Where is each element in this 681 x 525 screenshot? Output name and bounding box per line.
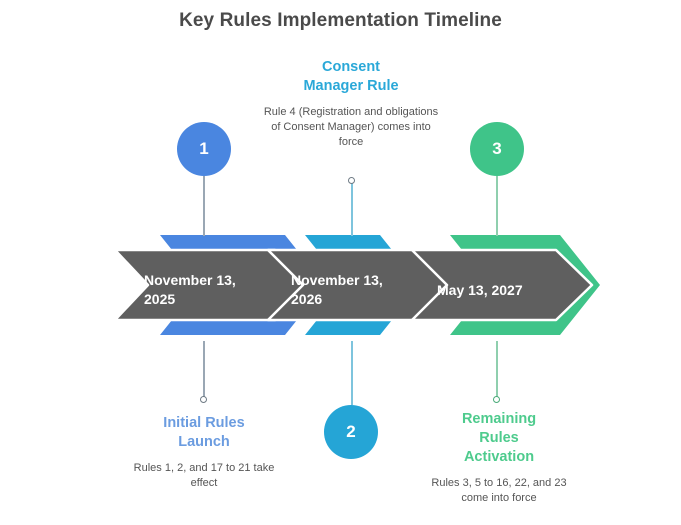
segment-3-date-line1: May 13, 2027 [437,282,523,298]
milestone-1-heading-line2: Launch [178,434,230,450]
milestone-1-description: Rules 1, 2, and 17 to 21 take effect [133,462,275,489]
milestone-2-description: Rule 4 (Registration and obligations of … [263,106,439,148]
milestone-badge-3-number: 3 [492,139,502,158]
connector-milestone-3-top [496,176,498,236]
milestone-2-heading: Consent Manager Rule [261,58,441,96]
milestone-2-heading-line1: Consent [322,59,380,75]
milestone-1-heading: Initial Rules Launch [124,414,284,452]
milestone-annotation-1: Initial Rules Launch Rules 1, 2, and 17 … [124,414,284,491]
milestone-3-description: Rules 3, 5 to 16, 22, and 23 come into f… [431,477,567,504]
connector-dot-milestone-2-top [348,177,355,184]
timeline-band: November 13, 2025 November 13, 2026 May … [0,215,681,355]
segment-2-date-line2: 2026 [291,291,322,307]
milestone-annotation-2: Consent Manager Rule Rule 4 (Registratio… [261,58,441,150]
milestone-3-heading-line2: Rules [479,430,519,446]
milestone-badge-2[interactable]: 2 [324,405,378,459]
milestone-3-heading: Remaining Rules Activation [420,410,578,467]
milestone-badge-2-number: 2 [346,422,356,441]
milestone-3-heading-line1: Remaining [461,411,537,427]
connector-dot-milestone-1-bottom [200,396,207,403]
page-title: Key Rules Implementation Timeline [179,10,502,31]
connector-milestone-2-top [351,180,353,236]
milestone-1-heading-line1: Initial Rules [163,415,245,431]
milestone-badge-1[interactable]: 1 [177,122,231,176]
segment-1-date-line2: 2025 [144,291,175,307]
milestone-annotation-3: Remaining Rules Activation Rules 3, 5 to… [420,410,578,506]
milestone-badge-3[interactable]: 3 [470,122,524,176]
milestone-2-heading-line2: Manager Rule [303,78,399,94]
milestone-3-heading-line3: Activation [463,449,535,465]
segment-3-band [410,248,594,322]
connector-milestone-1-bottom [203,341,205,399]
segment-1-date-line1: November 13, [144,272,236,288]
connector-milestone-3-bottom [496,341,498,399]
segment-2-date-line1: November 13, [291,272,383,288]
milestone-badge-1-number: 1 [199,139,209,158]
connector-milestone-1-top [203,176,205,236]
connector-dot-milestone-3-bottom [493,396,500,403]
connector-milestone-2-bottom [351,341,353,405]
